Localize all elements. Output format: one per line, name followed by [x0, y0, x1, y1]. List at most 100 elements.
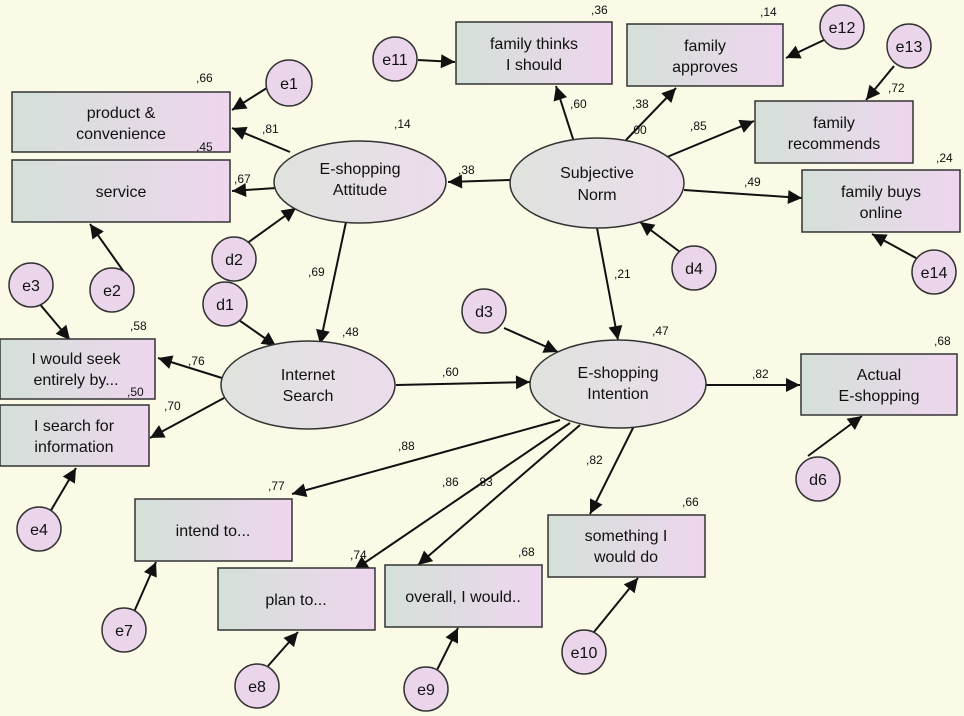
svg-text:approves: approves: [672, 59, 738, 76]
r2-intend-to: ,77: [268, 479, 285, 493]
edge-attitude-search: [316, 221, 347, 345]
svg-text:d2: d2: [225, 252, 243, 269]
r2-eshopping-attitude: ,14: [394, 117, 411, 131]
coef-att-product: ,81: [262, 122, 279, 136]
svg-text:e8: e8: [248, 679, 266, 696]
edge-e1: [231, 85, 271, 111]
edge-e12: [785, 39, 825, 59]
svg-text:family: family: [684, 38, 726, 55]
svg-text:e1: e1: [280, 76, 298, 93]
edge-intention-plan: [353, 422, 571, 571]
error-e14: e14: [911, 249, 957, 295]
svg-text:e3: e3: [22, 278, 40, 295]
r2-family-thinks: ,36: [591, 3, 608, 17]
coef-att-sn-corr: ,00: [630, 123, 647, 137]
svg-text:convenience: convenience: [76, 126, 166, 143]
svg-text:e10: e10: [571, 645, 598, 662]
svg-text:something I: something I: [585, 528, 668, 545]
svg-text:intend to...: intend to...: [176, 523, 251, 540]
edge-norm-recommends: [666, 119, 755, 158]
error-e7: e7: [101, 607, 147, 653]
svg-text:e12: e12: [829, 20, 856, 37]
edge-norm-thinks: [553, 85, 575, 143]
svg-text:E-shopping: E-shopping: [839, 388, 920, 405]
edge-d4: [639, 221, 681, 253]
svg-text:recommends: recommends: [788, 136, 880, 153]
edge-intention-something: [589, 425, 635, 515]
disturbance-d3: d3: [461, 288, 507, 334]
r2-plan-to: ,74: [350, 548, 367, 562]
edge-attitude-product: [231, 126, 291, 153]
coef-att-service: ,67: [234, 172, 251, 186]
latent-variables: E-shopping Attitude Subjective Norm Inte…: [220, 137, 707, 430]
svg-text:I would seek: I would seek: [32, 351, 122, 368]
error-e13: e13: [886, 23, 932, 69]
error-e10: e10: [561, 629, 607, 675]
ellipse-eshopping-attitude: E-shopping Attitude: [273, 140, 447, 224]
coef-intention-plan: ,86: [442, 475, 459, 489]
coef-intention-actual: ,82: [752, 367, 769, 381]
svg-text:Internet: Internet: [281, 367, 336, 384]
edge-e4: [49, 467, 77, 513]
box-intend-to: intend to...: [134, 498, 293, 562]
edge-intention-overall: [417, 424, 581, 566]
edge-attitude-service: [231, 183, 277, 198]
observed-variables: product & convenience service family thi…: [0, 21, 961, 631]
r2-seek-entirely: ,58: [130, 319, 147, 333]
coef-search-seek: ,76: [188, 354, 205, 368]
disturbance-d6: d6: [795, 456, 841, 502]
edge-search-seek: [157, 355, 223, 379]
disturbance-d1: d1: [202, 281, 248, 327]
coef-intention-overall: ,83: [476, 475, 493, 489]
coef-sn-approves: ,38: [632, 97, 649, 111]
coef-intention-intend: ,88: [398, 439, 415, 453]
svg-text:Search: Search: [283, 388, 334, 405]
r2-family-buys-online: ,24: [936, 151, 953, 165]
svg-text:family thinks: family thinks: [490, 36, 578, 53]
edge-e14: [871, 233, 917, 259]
svg-text:e4: e4: [30, 522, 48, 539]
svg-text:would do: would do: [593, 549, 658, 566]
box-overall-would: overall, I would..: [384, 564, 543, 628]
r2-something-would-do: ,66: [682, 495, 699, 509]
edge-norm-buys: [683, 189, 803, 205]
edge-e7: [133, 561, 157, 613]
r2-search-info: ,50: [127, 385, 144, 399]
edge-norm-approves: [625, 87, 677, 141]
svg-text:d3: d3: [475, 304, 493, 321]
box-family-approves: family approves: [626, 23, 784, 87]
r2-eshopping-intention: ,47: [652, 324, 669, 338]
coef-search-intention: ,60: [442, 365, 459, 379]
r2-internet-search: ,48: [342, 325, 359, 339]
error-terms: e1 e2 e3 e4 e7 e8 e9 e10 e11 e12 e13 e14…: [8, 4, 957, 712]
svg-text:E-shopping: E-shopping: [578, 365, 659, 382]
svg-text:plan to...: plan to...: [265, 592, 326, 609]
ellipse-eshopping-intention: E-shopping Intention: [529, 339, 707, 429]
box-actual-eshopping: Actual E-shopping: [800, 353, 958, 416]
r2-service: ,45: [196, 140, 213, 154]
ellipse-internet-search: Internet Search: [220, 340, 396, 430]
edges: [37, 39, 917, 673]
box-family-buys-online: family buys online: [801, 169, 961, 233]
svg-text:e9: e9: [417, 682, 435, 699]
edge-e9: [435, 627, 459, 673]
svg-text:online: online: [860, 205, 903, 222]
edge-e11: [417, 54, 456, 69]
r-squared-labels: ,66 ,45 ,14 ,36 ,14 ,72 ,24 ,48 ,47 ,68 …: [127, 3, 953, 562]
svg-text:e11: e11: [382, 52, 408, 69]
svg-text:family buys: family buys: [841, 184, 921, 201]
disturbance-d2: d2: [211, 236, 257, 282]
edge-search-intention: [395, 375, 531, 390]
r2-actual-eshopping: ,68: [934, 334, 951, 348]
coef-att-search: ,69: [308, 265, 325, 279]
edge-intention-intend: [291, 419, 561, 498]
edge-d2: [245, 207, 297, 245]
svg-text:Subjective: Subjective: [560, 165, 634, 182]
svg-text:e13: e13: [896, 39, 923, 56]
edge-e3: [37, 301, 71, 341]
coef-sn-thinks: ,60: [570, 97, 587, 111]
edge-e2: [89, 223, 125, 273]
svg-text:e7: e7: [115, 623, 133, 640]
edge-e10: [593, 577, 639, 633]
